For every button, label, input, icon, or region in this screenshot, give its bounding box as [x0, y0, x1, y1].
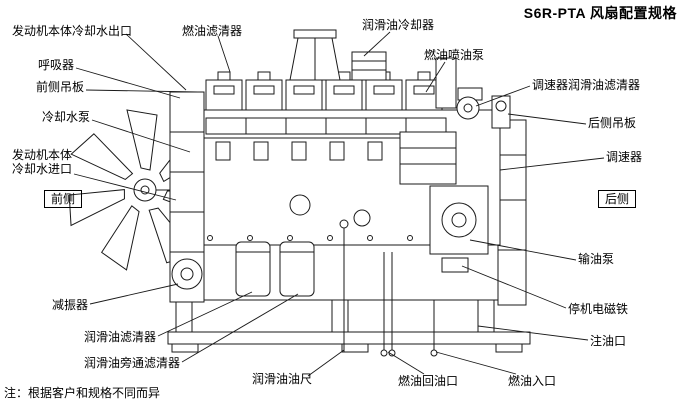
label-stop-solenoid: 停机电磁铁 — [568, 302, 629, 316]
label-damper: 减振器 — [52, 298, 89, 312]
label-fuel-filter: 燃油滤清器 — [182, 24, 243, 38]
label-lube-oil-filter: 润滑油滤清器 — [84, 330, 157, 344]
label-lube-oil-dipstick: 润滑油油尺 — [252, 372, 313, 386]
label-cooling-water-pump: 冷却水泵 — [42, 110, 91, 124]
note-text: 注：根据客户和规格不同而异 — [4, 386, 161, 400]
label-engine-water-outlet: 发动机本体冷却水出口 — [12, 24, 133, 38]
valve-covers — [205, 71, 443, 111]
front-side-box: 前侧 — [44, 190, 83, 208]
label-lube-oil-bypass-filter: 润滑油旁通滤清器 — [84, 356, 181, 370]
governor-assembly — [429, 185, 489, 273]
label-fuel-return-port: 燃油回油口 — [398, 374, 459, 388]
oil-cooler-shape — [351, 51, 387, 81]
air-intake — [289, 29, 341, 81]
oil-filter-shapes — [235, 241, 315, 297]
label-fuel-injection-pump: 燃油喷油泵 — [424, 48, 485, 62]
rear-housing — [497, 119, 527, 306]
label-lube-oil-cooler: 润滑油冷却器 — [362, 18, 435, 32]
leader-lines — [73, 31, 605, 377]
label-fuel-transfer-pump: 输油泵 — [578, 252, 615, 266]
label-breather: 呼吸器 — [38, 58, 75, 72]
label-governor: 调速器 — [606, 150, 643, 164]
rear-side-box: 后侧 — [598, 190, 637, 208]
label-front-lifting-plate: 前侧吊板 — [36, 80, 85, 94]
label-engine-water-inlet: 发动机本体 冷却水进口 — [12, 148, 73, 176]
rear-lifting-plate-shape — [491, 95, 511, 129]
label-fuel-inlet: 燃油入口 — [508, 374, 557, 388]
label-rear-lifting-plate: 后侧吊板 — [588, 116, 637, 130]
label-oil-filler: 注油口 — [590, 334, 627, 348]
dipstick-and-fuel-lines — [339, 219, 438, 357]
page-title: S6R-PTA 风扇配置规格 — [523, 5, 677, 21]
label-governor-lube-oil-filter: 调速器润滑油滤清器 — [532, 78, 641, 92]
rear-top-assembly — [435, 57, 483, 120]
oil-pan-base — [167, 244, 531, 353]
front-housing — [169, 91, 205, 303]
